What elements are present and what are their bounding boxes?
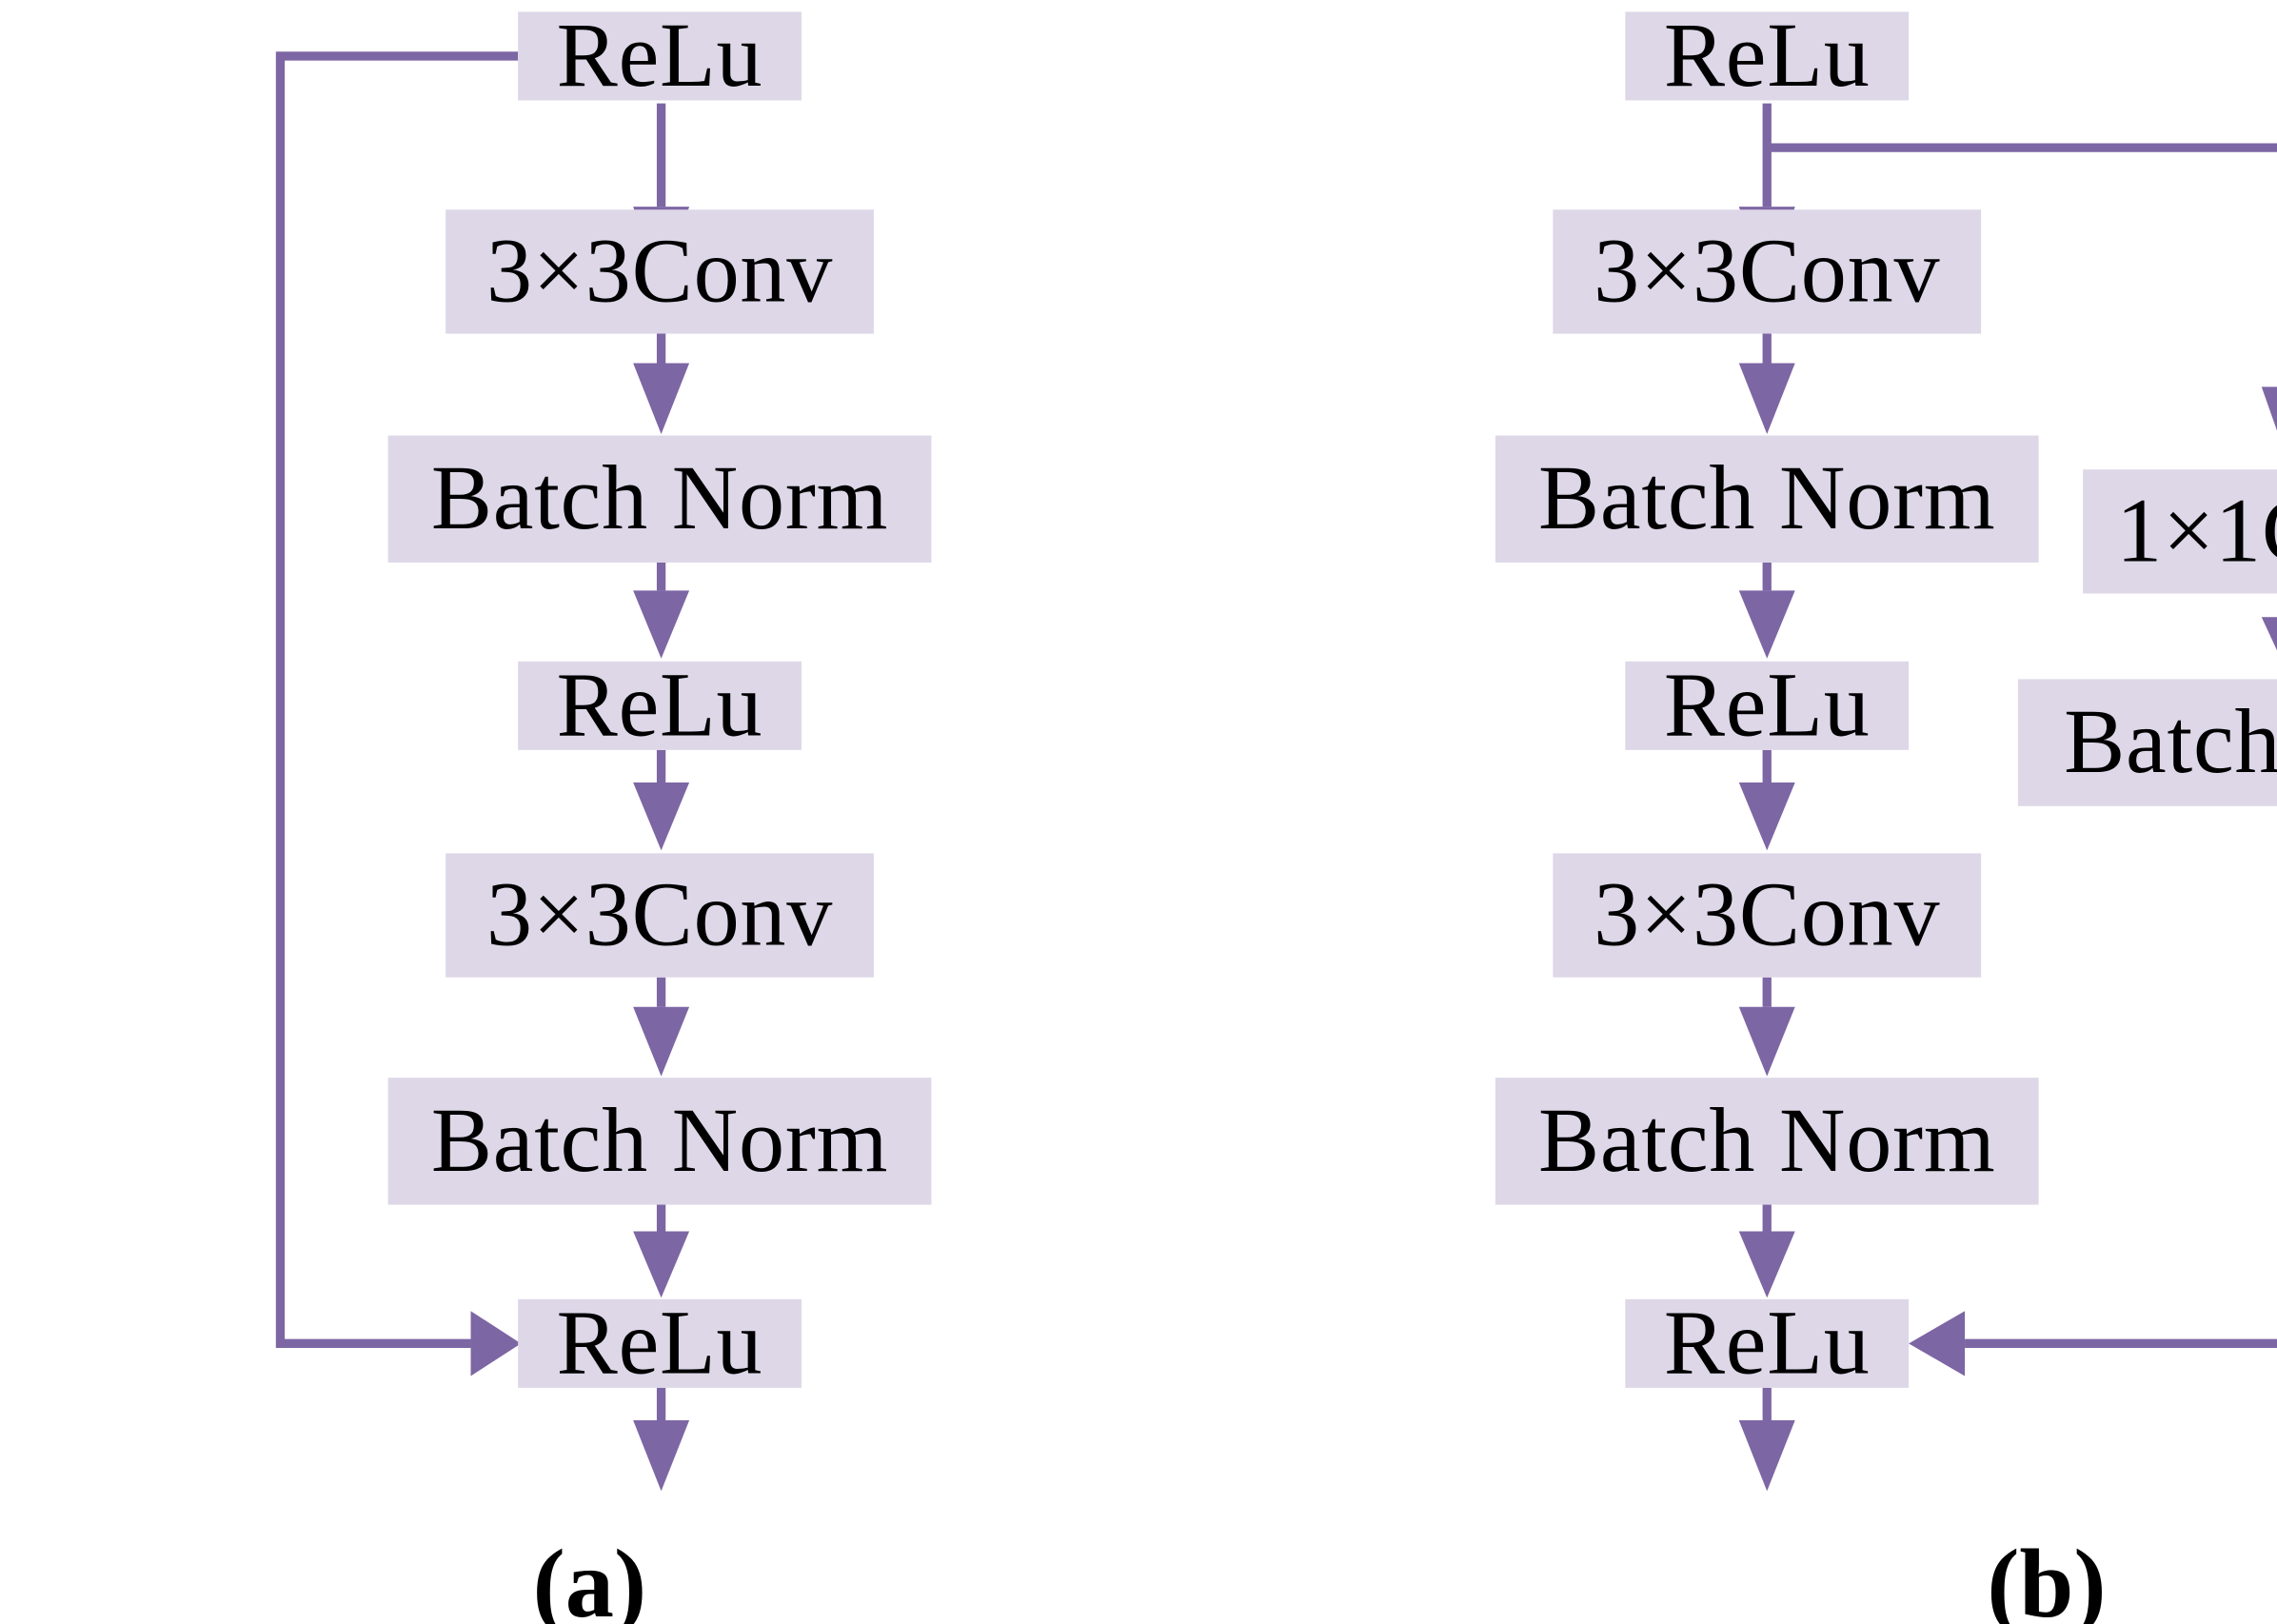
node-label: Batch Norm [1538,1091,1996,1192]
node-a-relu-1[interactable]: ReLu [518,6,802,107]
node-label: ReLu [557,6,763,107]
node-label: Batch Norm [1538,448,1996,549]
node-label: 1×1Conv [2116,481,2277,583]
arrow-b-bn2-to-relu3 [1739,1204,1796,1298]
node-label: ReLu [557,655,763,757]
arrow-b-conv2-to-bn2 [1739,977,1796,1077]
arrow-b-bn1-to-relu2 [1739,562,1796,659]
node-a-batchnorm-1[interactable]: Batch Norm [388,435,932,563]
scaled-figure-wrapper: ReLu 3×3Conv Batch Norm ReLu 3×3Conv Bat… [252,0,2277,1624]
panel-label-b: (b) [1987,1531,2107,1624]
node-b-relu-2[interactable]: ReLu [1625,655,1910,757]
arrow-a-relu2-to-conv2 [633,749,690,851]
node-label: 3×3Conv [1594,864,1941,966]
arrow-a-bn2-to-relu3 [633,1204,690,1298]
node-label: ReLu [1664,1293,1871,1395]
node-a-relu-2[interactable]: ReLu [518,655,802,757]
node-label: 3×3Conv [486,864,834,966]
node-label: Batch Norm [2064,692,2277,793]
node-label: ReLu [1664,6,1871,107]
arrow-b-relu2-to-conv2 [1739,749,1796,851]
node-b-relu-3[interactable]: ReLu [1625,1293,1910,1395]
node-b-conv-2[interactable]: 3×3Conv [1553,853,1982,978]
node-a-batchnorm-2[interactable]: Batch Norm [388,1078,932,1205]
node-b-batchnorm-2[interactable]: Batch Norm [1495,1078,2040,1205]
node-a-conv-2[interactable]: 3×3Conv [446,853,875,978]
node-b-conv-1x1[interactable]: 1×1Conv [2083,469,2277,594]
panel-label-a: (a) [533,1531,647,1624]
node-label: ReLu [1664,655,1871,757]
node-b-conv-1[interactable]: 3×3Conv [1553,209,1982,334]
node-label: ReLu [557,1293,763,1395]
arrow-b-conv1-to-bn1 [1739,333,1796,434]
node-label: Batch Norm [431,448,889,549]
arrow-a-relu3-to-output [633,1387,690,1492]
node-label: 3×3Conv [1594,221,1941,323]
arrow-b-conv1x1-to-bnskip [2262,617,2277,650]
node-b-relu-1[interactable]: ReLu [1625,6,1910,107]
node-a-conv-1[interactable]: 3×3Conv [446,209,875,334]
arrow-a-conv1-to-bn1 [633,333,690,434]
arrow-a-bn1-to-relu2 [633,562,690,659]
node-label: 3×3Conv [486,221,834,323]
arrow-b-relu3-to-output [1739,1387,1796,1492]
node-b-batchnorm-1[interactable]: Batch Norm [1495,435,2040,563]
node-label: Batch Norm [431,1091,889,1192]
arrow-a-conv2-to-bn2 [633,977,690,1077]
node-b-batchnorm-skip[interactable]: Batch Norm [2018,679,2277,806]
node-a-relu-3[interactable]: ReLu [518,1293,802,1395]
